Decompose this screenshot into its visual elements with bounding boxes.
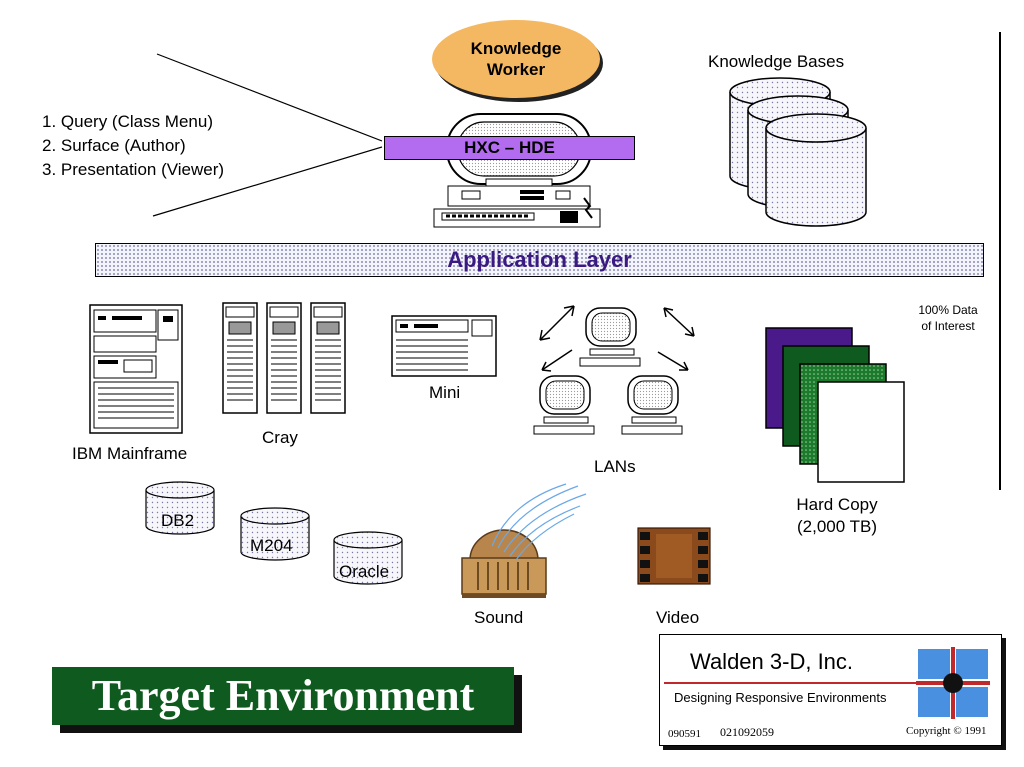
knowledge-bases-label: Knowledge Bases (708, 52, 845, 71)
page-title: Target Environment (52, 667, 514, 725)
cray-icon (222, 302, 346, 414)
db2-cylinder-icon (145, 481, 215, 535)
hard-copy-label: Hard Copy (2,000 TB) (778, 494, 896, 538)
document-code-1: 090591 (668, 728, 701, 740)
lans-icon (533, 305, 695, 435)
list-item: 2. Surface (Author) (42, 136, 186, 155)
company-name: Walden 3-D, Inc. (690, 649, 854, 674)
video-film-icon (637, 527, 711, 585)
knowledge-bases-icon (729, 77, 867, 227)
mini-label: Mini (429, 383, 461, 402)
list-item: 3. Presentation (Viewer) (42, 160, 225, 179)
db2-label: DB2 (161, 511, 195, 530)
logo-divider (664, 682, 990, 684)
knowledge-worker-node: Knowledge Worker (432, 20, 600, 98)
company-logo-box: Walden 3-D, Inc. Designing Responsive En… (659, 634, 1002, 746)
hard-copy-line-1: Hard Copy (796, 495, 878, 514)
company-tagline: Designing Responsive Environments (674, 690, 887, 705)
ibm-mainframe-icon (89, 304, 183, 434)
list-item: 1. Query (Class Menu) (42, 112, 213, 131)
feature-list: 1. Query (Class Menu) 2. Surface (Author… (42, 110, 224, 182)
data-interest-line-1: 100% Data (918, 303, 978, 317)
cray-label: Cray (262, 428, 298, 447)
m204-label: M204 (250, 536, 293, 555)
ibm-mainframe-label: IBM Mainframe (72, 444, 188, 463)
oracle-label: Oracle (339, 562, 390, 581)
funnel-lines (152, 53, 383, 217)
hard-copy-line-2: (2,000 TB) (796, 517, 877, 536)
data-interest-line-2: of Interest (921, 319, 975, 333)
m204-cylinder-icon (240, 507, 310, 561)
copyright-text: Copyright © 1991 (906, 725, 987, 737)
data-interest-note: 100% Data of Interest (900, 302, 996, 334)
workstation-icon (433, 113, 601, 228)
document-code-2: 021092059 (720, 725, 774, 739)
company-logo-icon (916, 647, 990, 719)
knowledge-worker-line-1: Knowledge (470, 39, 562, 58)
mini-computer-icon (391, 315, 497, 377)
sound-label: Sound (474, 608, 524, 627)
knowledge-worker-line-2: Worker (486, 60, 546, 79)
hxc-hde-bar: HXC – HDE (384, 136, 635, 160)
oracle-cylinder-icon (333, 531, 403, 585)
sound-radio-icon (461, 483, 587, 598)
application-layer-bar: Application Layer (95, 243, 984, 277)
hard-copy-icon (765, 327, 905, 483)
lans-label: LANs (594, 457, 636, 476)
video-label: Video (656, 608, 700, 627)
